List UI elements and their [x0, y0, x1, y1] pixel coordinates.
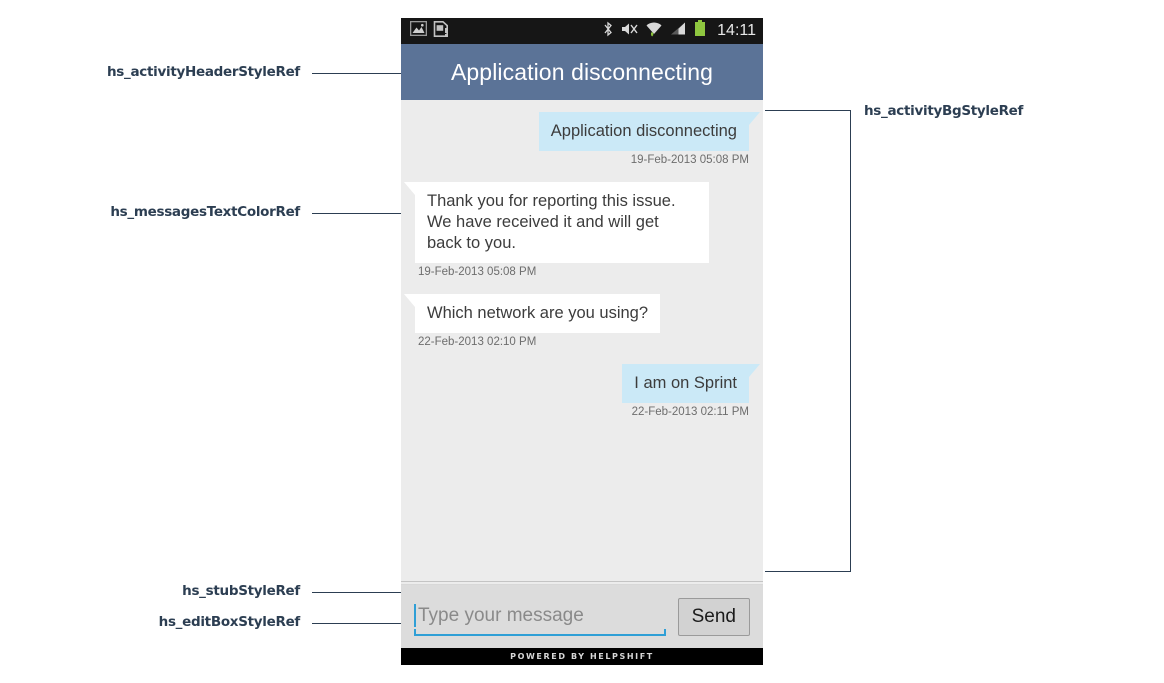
wifi-icon — [645, 21, 663, 42]
phone-mockup: 14:11 Application disconnecting Applicat… — [401, 18, 763, 665]
annotation-label: hs_editBoxStyleRef — [158, 614, 301, 630]
annotation-label: hs_stubStyleRef — [182, 583, 300, 599]
incoming-message-bubble[interactable]: Which network are you using? — [403, 294, 661, 333]
message-row: Application disconnecting — [401, 112, 763, 151]
app-header: Application disconnecting — [401, 44, 763, 100]
incoming-message-bubble[interactable]: Thank you for reporting this issue. We h… — [404, 182, 709, 263]
annotation-label: hs_messagesTextColorRef — [110, 204, 300, 220]
status-bar: 14:11 — [401, 18, 763, 44]
annotation-label: hs_activityBgStyleRef — [864, 103, 1024, 119]
annotation-leader-line — [312, 73, 401, 74]
status-bar-left-icons — [409, 20, 449, 42]
powered-by-label: POWERED BY HELPSHIFT — [510, 652, 654, 661]
mute-icon — [620, 21, 638, 42]
conversation-list[interactable]: Application disconnecting 19-Feb-2013 05:… — [401, 100, 763, 581]
annotation-leader-line — [312, 213, 401, 214]
signal-icon — [670, 21, 687, 42]
stub-divider — [401, 581, 763, 585]
message-row: Thank you for reporting this issue. We h… — [401, 182, 763, 263]
annotation-leader-line — [312, 592, 401, 593]
send-button[interactable]: Send — [677, 597, 750, 636]
image-icon — [409, 20, 428, 41]
status-bar-right-icons: 14:11 — [603, 20, 756, 42]
powered-by-footer: POWERED BY HELPSHIFT — [401, 648, 763, 665]
message-input-placeholder: Type your message — [418, 604, 584, 626]
annotation-label: hs_activityHeaderStyleRef — [107, 64, 300, 80]
message-row: Which network are you using? — [401, 294, 763, 333]
status-bar-clock: 14:11 — [717, 22, 756, 39]
outgoing-message-bubble[interactable]: I am on Sprint — [622, 364, 760, 403]
sim-card-alert-icon — [433, 20, 449, 42]
annotation-bracket — [765, 110, 851, 572]
compose-bar: Type your message Send — [401, 585, 763, 648]
bluetooth-icon — [603, 21, 613, 42]
message-input[interactable]: Type your message — [414, 598, 666, 636]
message-timestamp: 22-Feb-2013 02:10 PM — [418, 336, 537, 348]
annotation-leader-line — [312, 623, 401, 624]
outgoing-message-bubble[interactable]: Application disconnecting — [538, 112, 761, 151]
page-title: Application disconnecting — [450, 58, 714, 85]
message-timestamp: 22-Feb-2013 02:11 PM — [631, 406, 749, 418]
text-caret — [414, 604, 416, 627]
message-timestamp: 19-Feb-2013 05:08 PM — [630, 154, 749, 166]
message-row: I am on Sprint — [401, 364, 763, 403]
message-timestamp: 19-Feb-2013 05:08 PM — [418, 266, 537, 278]
battery-icon — [694, 20, 706, 42]
